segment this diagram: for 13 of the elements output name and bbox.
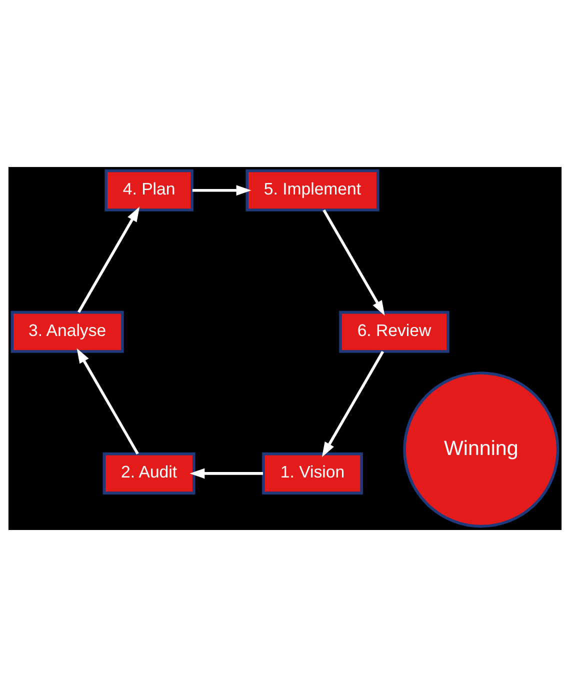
arrow (77, 206, 140, 312)
arrow (192, 184, 252, 196)
node-box: 4. Plan (104, 168, 194, 211)
arrow (322, 350, 384, 457)
arrow (322, 208, 385, 316)
node-box: 2. Audit (102, 452, 196, 494)
node-box: 3. Analyse (10, 310, 124, 352)
arrow (76, 348, 139, 454)
node-circle: Winning (403, 371, 560, 528)
arrow (190, 468, 263, 478)
node-box: 5. Implement (246, 168, 380, 211)
node-box: 1. Vision (262, 452, 363, 494)
node-box: 6. Review (339, 310, 450, 352)
